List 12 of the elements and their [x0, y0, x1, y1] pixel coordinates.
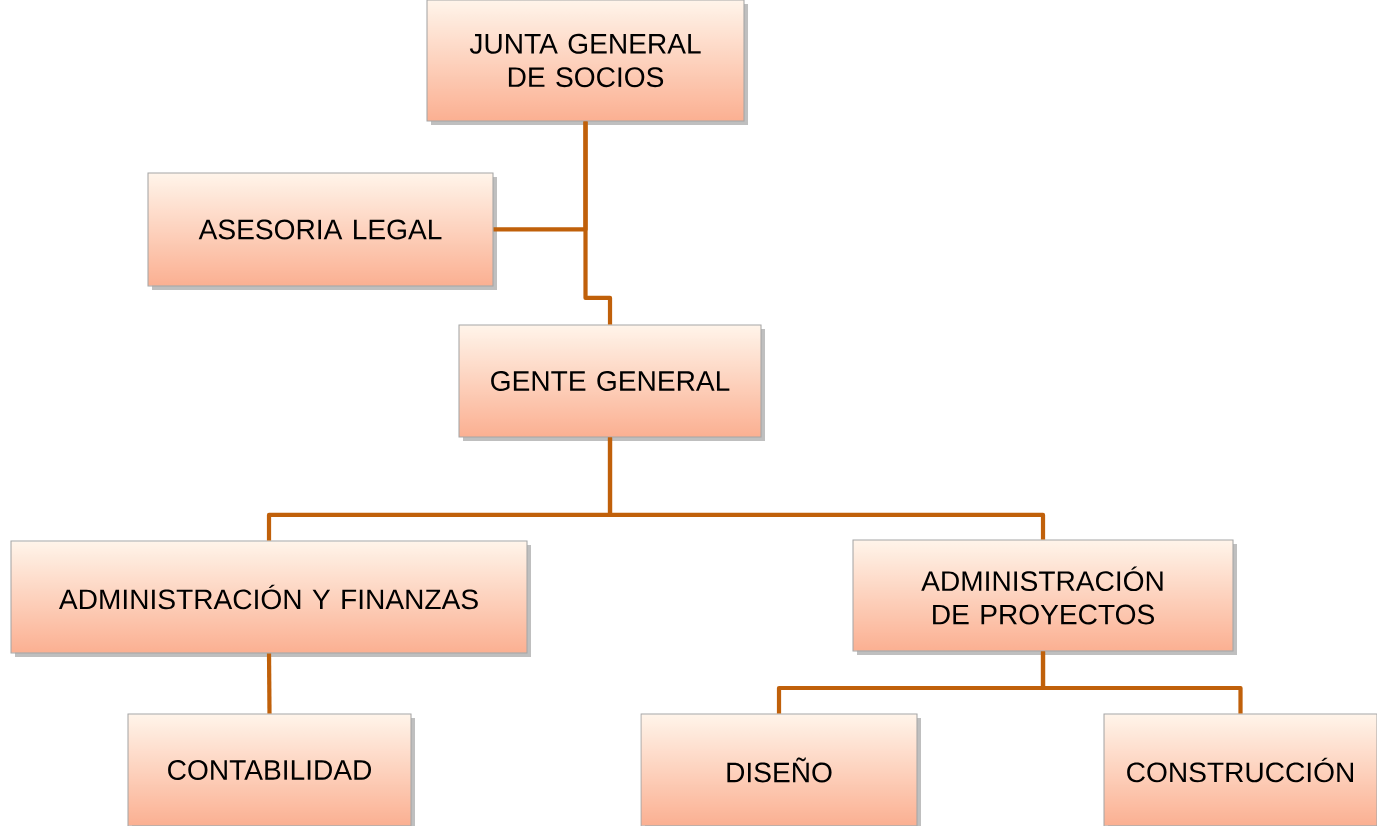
- org-box: ADMINISTRACIÓN Y FINANZAS: [10, 540, 531, 657]
- org-box: CONSTRUCCIÓN: [1103, 713, 1377, 826]
- connector-line: [607, 437, 1046, 540]
- org-box: ASESORIA LEGAL: [147, 172, 497, 290]
- org-box: JUNTA GENERAL DE SOCIOS: [426, 0, 748, 125]
- org-box: ADMINISTRACIÓN DE PROYECTOS: [852, 539, 1237, 655]
- org-box: DISEÑO: [640, 713, 921, 826]
- connector-line: [266, 653, 272, 714]
- org-box: CONTABILIDAD: [127, 713, 415, 826]
- org-box: GENTE GENERAL: [458, 324, 765, 441]
- connector-line: [583, 121, 613, 325]
- connector-line: [1040, 651, 1243, 714]
